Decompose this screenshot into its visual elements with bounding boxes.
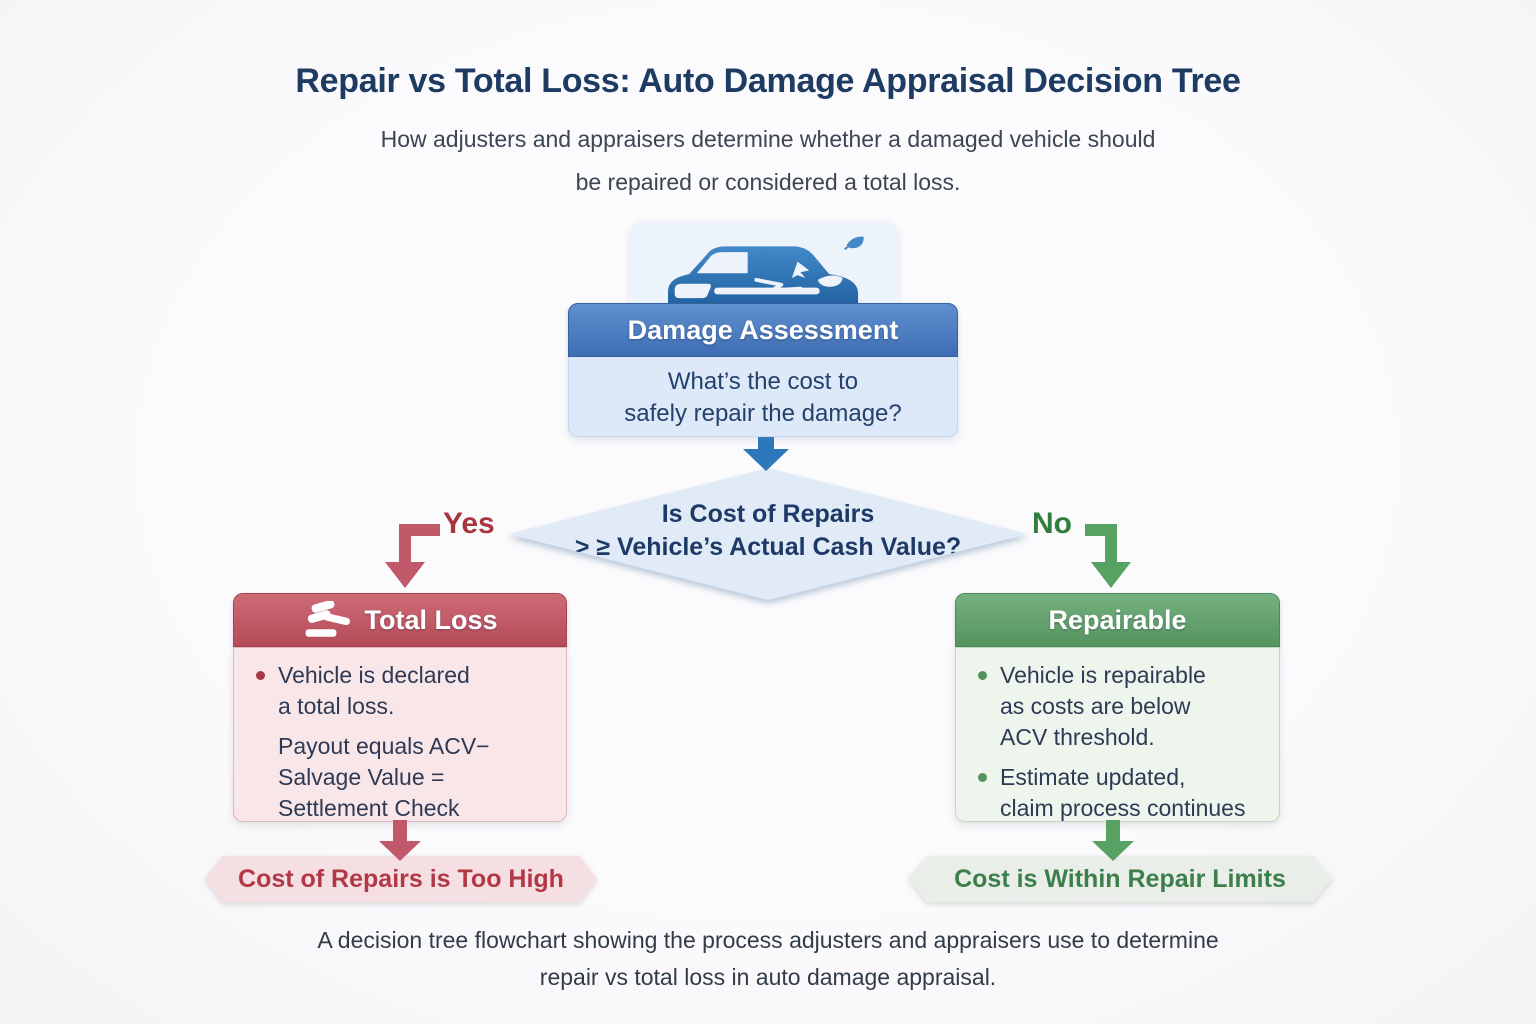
bullet-icon (978, 671, 987, 680)
total-loss-outcome-wrap: Cost of Repairs is Too High (205, 856, 597, 902)
assessment-down-arrow (743, 435, 789, 471)
list-item: Payout equals ACV− Salvage Value = Settl… (248, 731, 552, 824)
damage-assessment-header: Damage Assessment (568, 303, 958, 357)
list-item: Vehicle is repairable as costs are below… (970, 660, 1265, 753)
question-line: safely repair the damage? (624, 400, 902, 427)
page-title: Repair vs Total Loss: Auto Damage Apprai… (295, 62, 1241, 100)
bullet-icon (978, 773, 987, 782)
total-loss-details: Vehicle is declared a total loss. Payout… (233, 647, 567, 822)
repairable-outcome-wrap: Cost is Within Repair Limits (908, 856, 1332, 902)
total-loss-node: Total Loss Vehicle is declared a total l… (233, 593, 567, 822)
list-item-text: Vehicle is repairable as costs are below… (1000, 662, 1206, 750)
subtitle-line: be repaired or considered a total loss. (575, 169, 961, 195)
decision-line: > ≥ Vehicle’s Actual Cash Value? (574, 533, 962, 561)
list-item-text: Payout equals ACV− Salvage Value = Settl… (278, 733, 490, 821)
figure-caption: A decision tree flowchart showing the pr… (0, 922, 1536, 996)
total-loss-header: Total Loss (233, 593, 567, 647)
damaged-car-icon (668, 236, 864, 311)
list-item: Vehicle is declared a total loss. (248, 660, 552, 722)
decision-diamond: Is Cost of Repairs > ≥ Vehicle’s Actual … (508, 468, 1028, 600)
gavel-icon (306, 601, 351, 637)
repairable-outcome-banner: Cost is Within Repair Limits (908, 856, 1332, 902)
yes-branch-label: Yes (443, 507, 495, 540)
repairable-header: Repairable (955, 593, 1280, 647)
list-item-text: Estimate updated, claim process continue… (1000, 764, 1246, 821)
bullet-icon (256, 671, 265, 680)
no-branch-arrow (1085, 524, 1131, 588)
page-subtitle: How adjusters and appraisers determine w… (0, 118, 1536, 204)
caption-line: repair vs total loss in auto damage appr… (539, 964, 997, 990)
yes-branch-arrow (385, 524, 440, 588)
repairable-down-arrow (1092, 820, 1134, 861)
total-loss-down-arrow (379, 820, 421, 861)
decision-line: Is Cost of Repairs (661, 500, 875, 528)
damage-assessment-node: Damage Assessment What’s the cost to saf… (568, 303, 958, 437)
repairable-details: Vehicle is repairable as costs are below… (955, 647, 1280, 822)
question-line: What’s the cost to (667, 368, 859, 395)
caption-line: A decision tree flowchart showing the pr… (317, 927, 1219, 953)
repairable-node: Repairable Vehicle is repairable as cost… (955, 593, 1280, 822)
total-loss-title: Total Loss (364, 604, 498, 635)
damage-assessment-title: Damage Assessment (627, 314, 899, 345)
subtitle-line: How adjusters and appraisers determine w… (380, 126, 1156, 152)
list-item-text: Vehicle is declared a total loss. (278, 662, 470, 719)
total-loss-outcome-banner: Cost of Repairs is Too High (205, 856, 597, 902)
no-branch-label: No (1032, 507, 1072, 540)
list-item: Estimate updated, claim process continue… (970, 762, 1265, 824)
repairable-title: Repairable (1048, 604, 1187, 635)
damage-assessment-question: What’s the cost to safely repair the dam… (568, 357, 958, 437)
